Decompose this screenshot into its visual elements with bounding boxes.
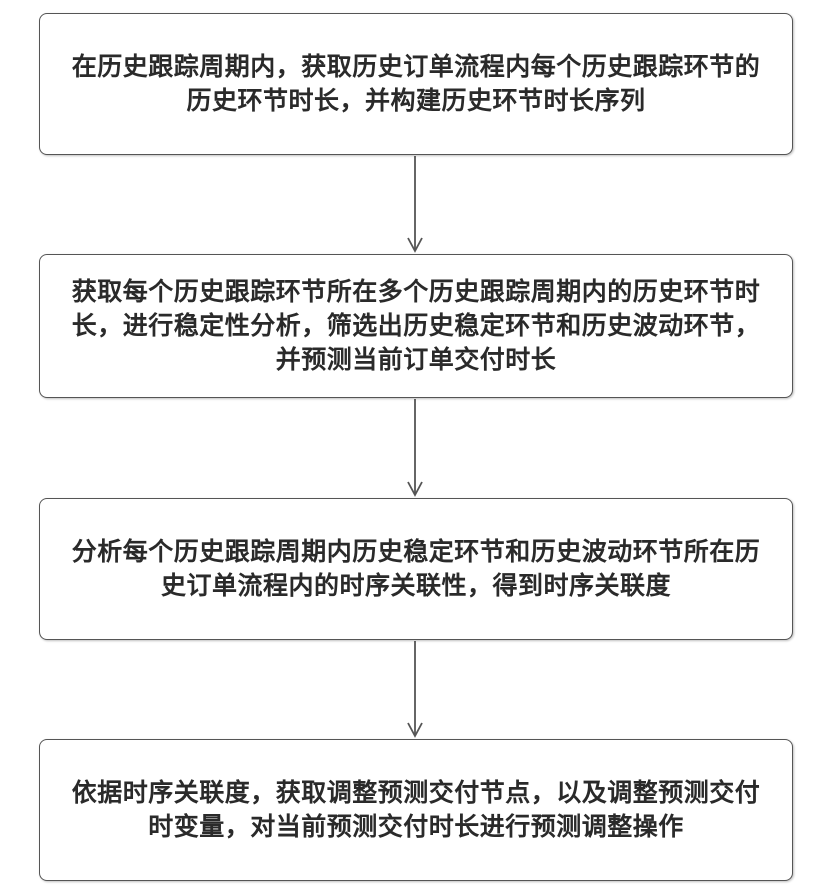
flow-step-4-text: 依据时序关联度，获取调整预测交付节点，以及调整预测交付时变量，对当前预测交付时长… xyxy=(66,776,766,844)
arrow-2-to-3 xyxy=(408,399,422,495)
arrow-3-to-4 xyxy=(408,641,422,736)
arrow-1-to-2 xyxy=(408,156,422,251)
flow-step-1-text: 在历史跟踪周期内，获取历史订单流程内每个历史跟踪环节的历史环节时长，并构建历史环… xyxy=(66,50,766,118)
flow-step-3-text: 分析每个历史跟踪周期内历史稳定环节和历史波动环节所在历史订单流程内的时序关联性，… xyxy=(66,535,766,603)
flow-step-1: 在历史跟踪周期内，获取历史订单流程内每个历史跟踪环节的历史环节时长，并构建历史环… xyxy=(39,13,793,155)
flow-step-2-text: 获取每个历史跟踪环节所在多个历史跟踪周期内的历史环节时长，进行稳定性分析，筛选出… xyxy=(66,275,766,377)
flow-step-2: 获取每个历史跟踪环节所在多个历史跟踪周期内的历史环节时长，进行稳定性分析，筛选出… xyxy=(39,254,793,398)
flow-step-3: 分析每个历史跟踪周期内历史稳定环节和历史波动环节所在历史订单流程内的时序关联性，… xyxy=(39,498,793,640)
flow-step-4: 依据时序关联度，获取调整预测交付节点，以及调整预测交付时变量，对当前预测交付时长… xyxy=(39,739,793,881)
